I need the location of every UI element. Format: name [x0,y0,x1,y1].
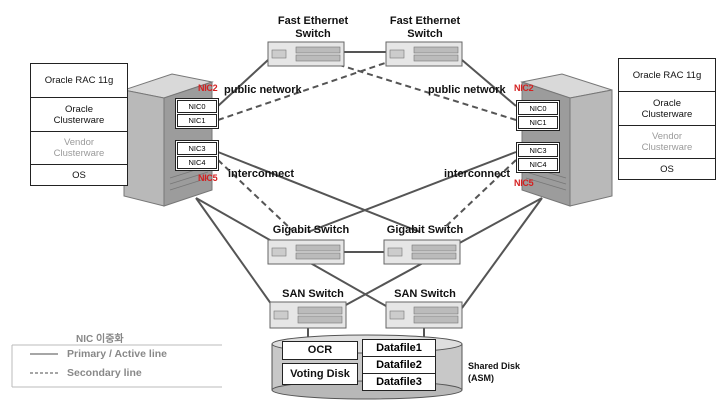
legend-title: NIC 이중화 [76,334,124,345]
right-nic-group-interconnect: NIC3 NIC4 [516,142,560,173]
switch-san-1 [269,301,347,329]
right-nic4: NIC4 [518,158,558,171]
label-interconnect-left: interconnect [228,168,295,180]
right-nic3: NIC3 [518,144,558,157]
right-stack-vendor-clusterware: Vendor Clusterware [619,126,715,159]
right-software-stack: Oracle RAC 11g Oracle Clusterware Vendor… [618,58,716,180]
line-right-nic3-gig1 [307,151,517,233]
legend-secondary-label: Secondary line [67,367,142,379]
disk-voting-disk: Voting Disk [282,363,358,385]
label-nic2-left: NIC2 [198,83,218,93]
switch-fast-ethernet-2 [385,41,463,67]
left-nic1: NIC1 [177,114,217,127]
line-left-san1 [195,197,275,309]
disk-datafile-1: Datafile1 [363,340,435,357]
right-nic1: NIC1 [518,116,558,129]
shared-disk-caption: Shared Disk (ASM) [468,360,520,384]
switch-gigabit-2 [383,239,461,265]
disk-datafiles: Datafile1 Datafile2 Datafile3 [362,339,436,391]
label-gigabit-switch-2: Gigabit Switch [386,224,464,236]
shared-disk-caption-line1: Shared Disk [468,361,521,371]
right-nic0: NIC0 [518,102,558,115]
left-stack-oracle-rac: Oracle RAC 11g [31,64,127,98]
line-right-san2 [461,197,543,309]
left-nic-group-public: NIC0 NIC1 [175,98,219,129]
left-software-stack: Oracle RAC 11g Oracle Clusterware Vendor… [30,63,128,186]
line-left-nic3-gig2 [217,151,421,233]
left-nic0: NIC0 [177,100,217,113]
switch-san-2 [385,301,463,329]
label-san-switch-1: SAN Switch [282,288,344,300]
label-gigabit-switch-1: Gigabit Switch [272,224,350,236]
switch-gigabit-1 [267,239,345,265]
label-fast-ethernet-switch-2: Fast Ethernet Switch [389,15,461,40]
legend-primary-label: Primary / Active line [67,348,167,360]
left-stack-os: OS [72,169,86,181]
dash-right-nic1-fe1 [329,61,517,121]
label-public-network-left: public network [224,84,302,96]
left-nic-group-interconnect: NIC3 NIC4 [175,140,219,171]
right-stack-oracle-rac: Oracle RAC 11g [619,59,715,92]
line-left-nic0-fe1 [217,59,269,107]
disk-datafile-2: Datafile2 [363,357,435,374]
label-nic5-right: NIC5 [514,178,534,188]
left-nic4: NIC4 [177,156,217,169]
switch-fast-ethernet-1 [267,41,345,67]
right-nic-group-public: NIC0 NIC1 [516,100,560,131]
label-san-switch-2: SAN Switch [394,288,456,300]
left-nic3: NIC3 [177,142,217,155]
right-stack-oracle-clusterware: Oracle Clusterware [619,92,715,126]
label-nic5-left: NIC5 [198,173,218,183]
disk-ocr: OCR [282,341,358,360]
label-public-network-right: public network [428,84,506,96]
legend: NIC 이중화 Primary / Active line Secondary … [12,327,222,387]
disk-datafile-3: Datafile3 [376,376,422,388]
shared-disk-caption-line2: (ASM) [468,373,494,383]
left-stack-vendor-clusterware: Vendor Clusterware [31,132,127,165]
line-fe2-right-nic0 [461,59,517,107]
dash-right-nic4-gig2 [441,159,517,231]
label-interconnect-right: interconnect [444,168,511,180]
right-stack-os: OS [660,163,674,175]
label-fast-ethernet-switch-1: Fast Ethernet Switch [277,15,349,40]
dash-left-nic4-gig1 [217,159,293,231]
right-server-icon [520,73,613,207]
label-nic2-right: NIC2 [514,83,534,93]
left-stack-oracle-clusterware: Oracle Clusterware [31,98,127,132]
legend-box-lines [11,344,222,388]
